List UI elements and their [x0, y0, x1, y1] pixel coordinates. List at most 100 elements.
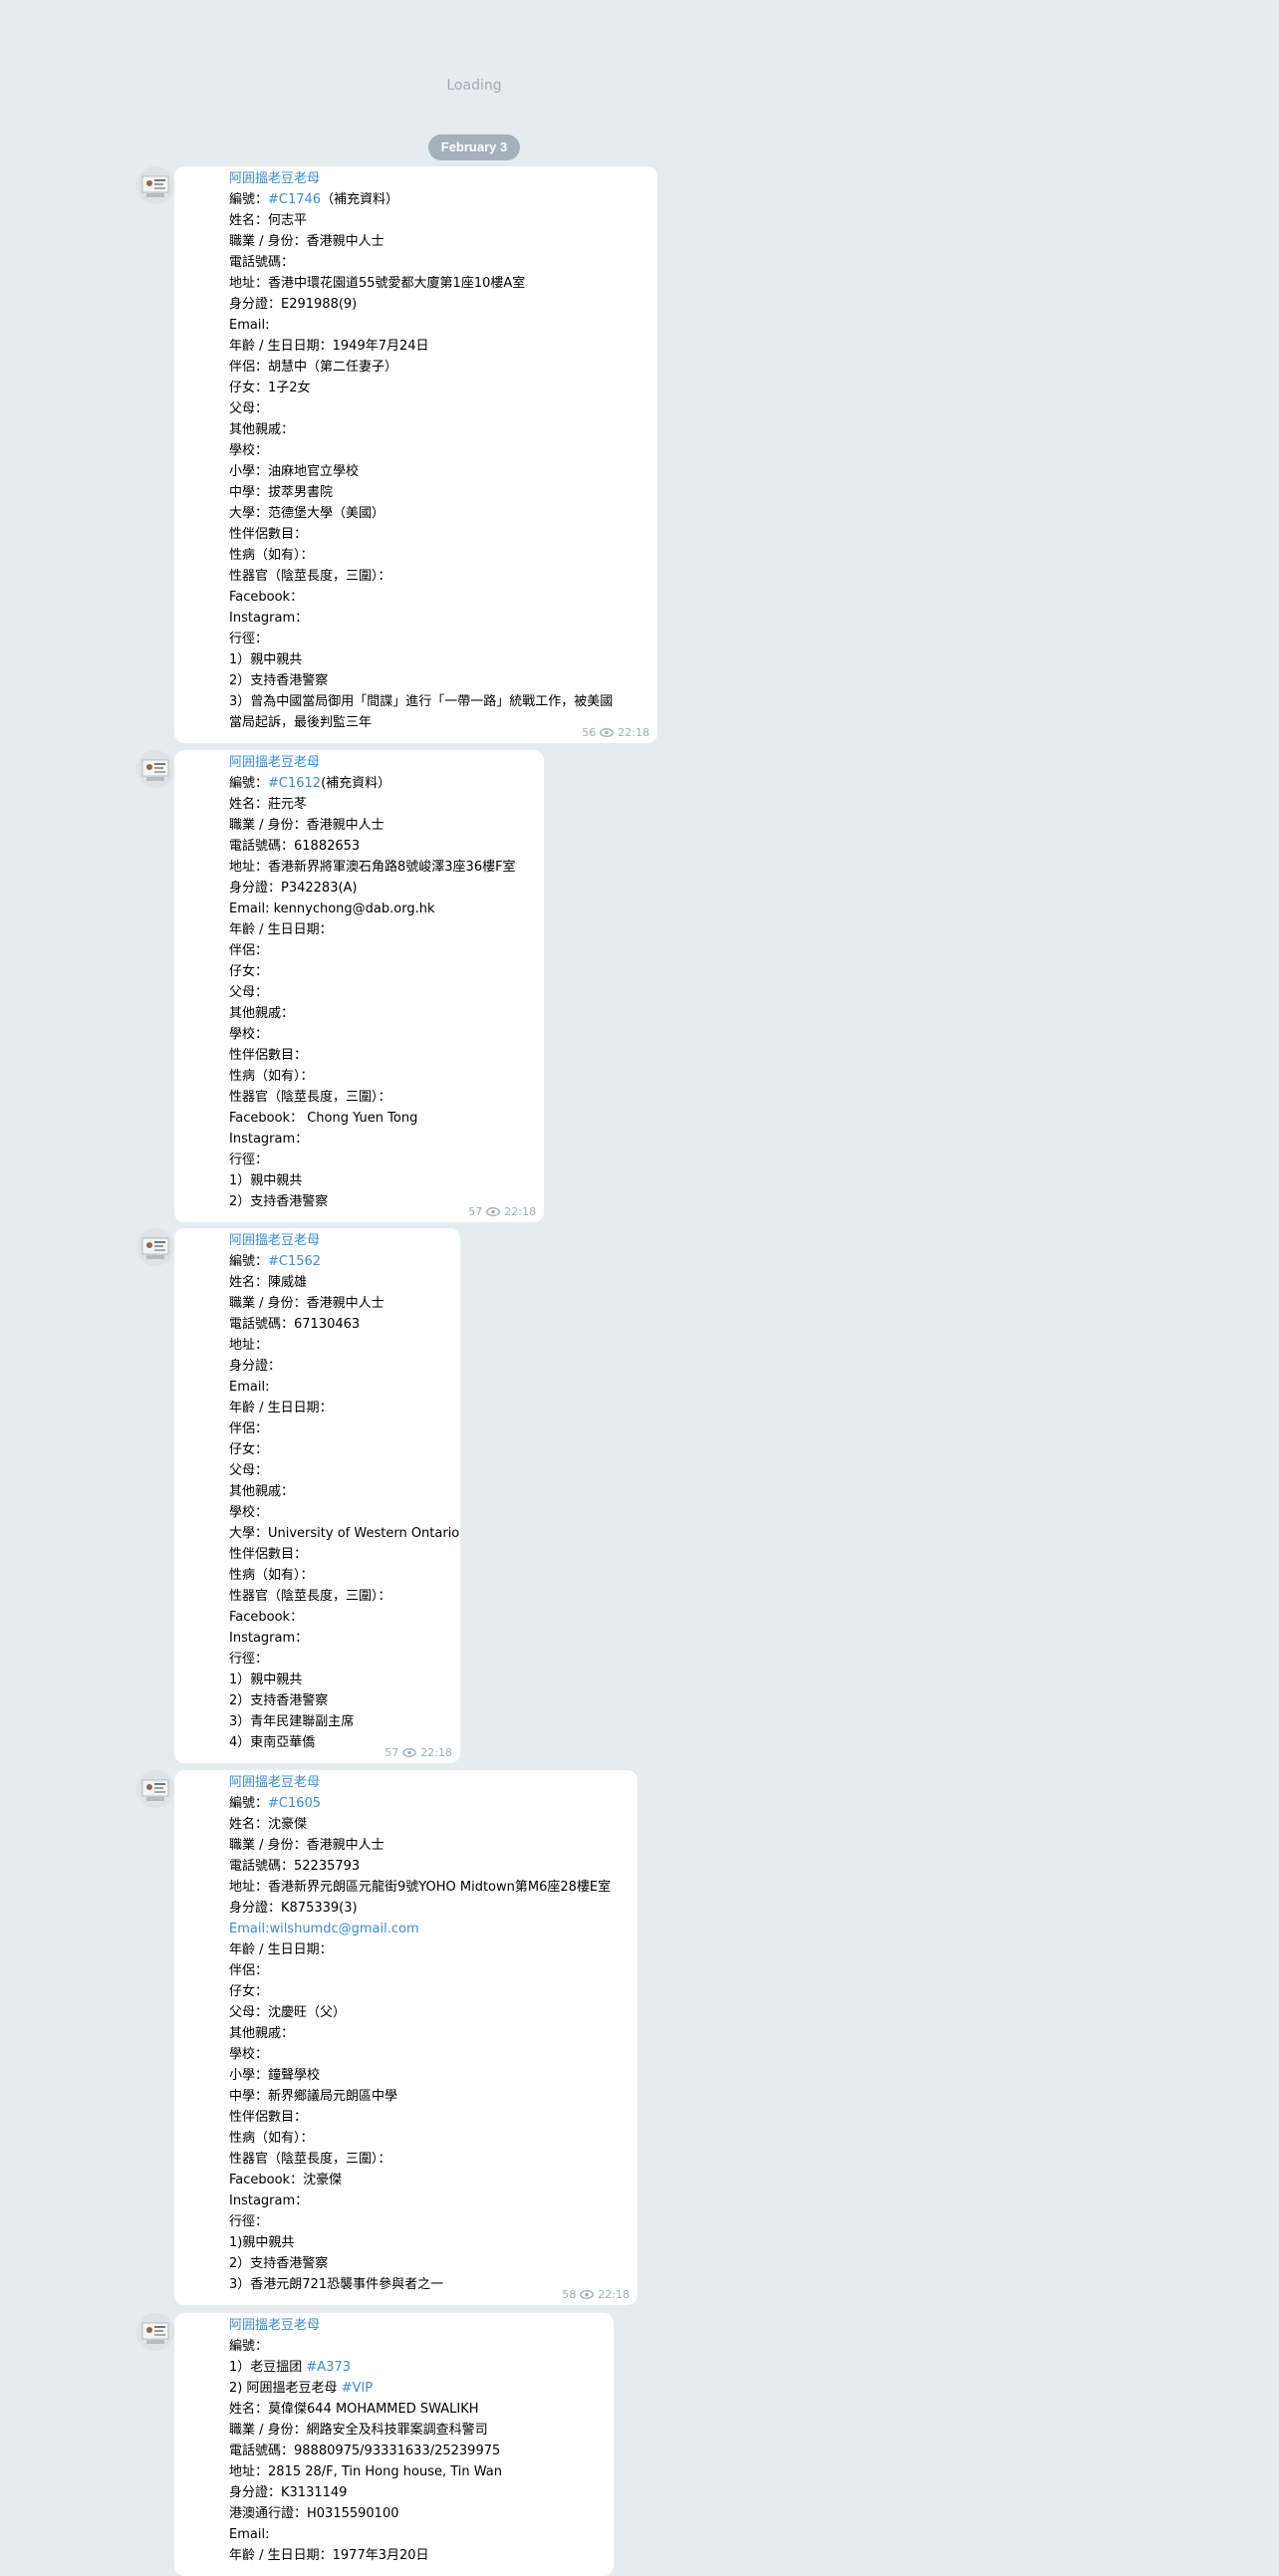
message-text-line: 編號：#C1562: [229, 1251, 452, 1272]
sender-name[interactable]: 阿囲搵老豆老母: [229, 755, 321, 770]
message-text-line: 姓名：莊元苳: [229, 797, 308, 812]
message-text-line: 電話號碼：: [229, 255, 295, 270]
message-text-line: 編號：#C1612(補充資料）: [229, 773, 536, 794]
message-text-line: 學校：: [229, 443, 269, 458]
message-text: 編號：: [229, 1796, 269, 1811]
message-text-line: 行徑：: [229, 632, 269, 646]
message-text-line: 其他親戚：: [229, 1006, 295, 1021]
message-text-line: 行徑：: [229, 1153, 269, 1167]
message-text-line: 性病（如有）：: [229, 548, 314, 563]
message-text-line: Email:wilshumdc@gmail.com: [229, 1919, 630, 1939]
message-text-line: 父母：沈慶旺（父）: [229, 2005, 347, 2020]
hashtag-link[interactable]: #C1612: [268, 776, 322, 791]
hashtag-link[interactable]: #C1562: [268, 1254, 322, 1269]
email-link[interactable]: Email:wilshumdc@gmail.com: [229, 1922, 419, 1936]
message-text-line: 姓名：莫偉傑644 MOHAMMED SWALIKH: [229, 2402, 479, 2417]
message-text-line: 3）曾為中國當局御用「間諜」進行「一帶一路」統戰工作，被美國: [229, 694, 614, 709]
sender-name[interactable]: 阿囲搵老豆老母: [229, 1233, 321, 1248]
message-text: (補充資料）: [321, 776, 391, 791]
message-text-line: Email:: [229, 318, 270, 333]
message: 阿囲搵老豆老母編號：#C1612(補充資料）姓名：莊元苳職業 / 身份：香港親中…: [136, 750, 544, 1222]
sender-name[interactable]: 阿囲搵老豆老母: [229, 2318, 321, 2333]
channel-avatar[interactable]: [136, 166, 174, 204]
view-count: 57: [384, 1746, 399, 1759]
message-text-line: 大學：University of Western Ontario: [229, 1526, 460, 1541]
message-text-line: 伴侶：: [229, 943, 269, 958]
message-text-line: 其他親戚：: [229, 2026, 295, 2041]
message-text-line: 其他親戚：: [229, 422, 295, 437]
message-text: 編號：: [229, 776, 269, 791]
message-text-line: 學校：: [229, 1027, 269, 1042]
message-text-line: 小學：油麻地官立學校: [229, 464, 360, 479]
message-text-line: 學校：: [229, 1505, 269, 1520]
message-text-line: 性伴侶數目：: [229, 2110, 308, 2125]
message-time: 22:18: [618, 726, 649, 739]
message-text-line: 電話號碼：61882653: [229, 839, 361, 854]
channel-avatar[interactable]: [136, 1228, 174, 1266]
message-text-line: 性器官（陰莖長度，三圍）：: [229, 2152, 391, 2167]
message-text-line: 中學：新界鄉議局元朗區中學: [229, 2089, 398, 2104]
channel-avatar[interactable]: [136, 1770, 174, 1808]
channel-avatar[interactable]: [136, 750, 174, 788]
message-text-line: 電話號碼：52235793: [229, 1859, 361, 1874]
message-text-line: Instagram：: [229, 2193, 309, 2208]
hashtag-link[interactable]: #C1746: [268, 192, 322, 207]
sender-name[interactable]: 阿囲搵老豆老母: [229, 1775, 321, 1790]
message-text-line: 性病（如有）：: [229, 2131, 314, 2146]
message-text-line: Instagram：: [229, 611, 309, 626]
message-text: 編號：: [229, 1254, 269, 1269]
message-text-line: 伴侶：胡慧中（第二任妻子）: [229, 360, 398, 375]
message-text-line: 1）老豆搵团 #A373: [229, 2357, 606, 2378]
message-text: 2) 阿囲搵老豆老母: [229, 2381, 342, 2396]
message-text: （補充資料）: [321, 192, 399, 207]
channel-avatar[interactable]: [136, 2313, 174, 2351]
message: 阿囲搵老豆老母編號：#C1605 姓名：沈豪傑職業 / 身份：香港親中人士電話號碼…: [136, 1770, 638, 2305]
message-text-line: 父母：: [229, 1463, 269, 1478]
message-text-line: 當局起訴，最後判監三年: [229, 715, 373, 730]
message-text-line: Facebook：: [229, 590, 304, 605]
message-text-line: Facebook： Chong Yuen Tong: [229, 1111, 418, 1126]
message-text-line: 港澳通行證：H0315590100: [229, 2506, 399, 2521]
message-text-line: 姓名：何志平: [229, 213, 308, 228]
message-bubble: 阿囲搵老豆老母編號：#C1605 姓名：沈豪傑職業 / 身份：香港親中人士電話號碼…: [136, 1770, 638, 2305]
message-time: 22:18: [504, 1205, 536, 1218]
message-text: 編號：: [229, 192, 269, 207]
message-text-line: 年齡 / 生日日期：1949年7月24日: [229, 339, 429, 354]
sender-name[interactable]: 阿囲搵老豆老母: [229, 171, 321, 186]
message-text-line: 地址：2815 28/F, Tin Hong house, Tin Wan: [229, 2464, 502, 2479]
message-text-line: 地址：香港新界將軍澳石角路8號峻澤3座36樓F室: [229, 860, 516, 875]
message-text-line: 地址：香港新界元朗區元龍街9號YOHO Midtown第M6座28樓E室: [229, 1880, 612, 1895]
message-text-line: 伴侶：: [229, 1963, 269, 1978]
message-text-line: 4）東南亞華僑: [229, 1735, 316, 1750]
message-text-line: 姓名：沈豪傑: [229, 1817, 308, 1832]
message-text-line: 2) 阿囲搵老豆老母 #VIP: [229, 2378, 606, 2399]
message-text-line: 身分證：K875339(3): [229, 1901, 358, 1916]
message-text-line: 性病（如有）：: [229, 1069, 314, 1084]
message-text-line: 父母：: [229, 401, 269, 416]
message-text-line: 身分證：E291988(9): [229, 297, 358, 312]
message-text-line: 地址：: [229, 1338, 269, 1353]
hashtag-link[interactable]: #VIP: [341, 2381, 374, 2396]
message-text-line: 2）支持香港警察: [229, 1194, 329, 1209]
message-text-line: 1）親中親共: [229, 652, 303, 667]
message-text-line: 仔女：: [229, 964, 269, 979]
message-text-line: Instagram：: [229, 1631, 309, 1646]
message-text-line: 其他親戚：: [229, 1484, 295, 1499]
message-text-line: 性病（如有）：: [229, 1568, 314, 1583]
message-text-line: 性伴侶數目：: [229, 1547, 308, 1562]
message-text-line: 職業 / 身份：香港親中人士: [229, 234, 384, 249]
message-text-line: 父母：: [229, 985, 269, 1000]
hashtag-link[interactable]: #C1605: [268, 1796, 322, 1811]
view-count: 58: [562, 2288, 577, 2301]
message-text-line: 身分證：: [229, 1359, 282, 1374]
message-text-line: 性器官（陰莖長度，三圍）：: [229, 1589, 391, 1604]
message-text-line: 3）香港元朗721恐襲事件參與者之一: [229, 2277, 444, 2292]
message-bubble: 阿囲搵老豆老母編號：#C1612(補充資料）姓名：莊元苳職業 / 身份：香港親中…: [136, 750, 544, 1222]
message-text-line: Email:: [229, 2527, 270, 2542]
message-text-line: Email:: [229, 1380, 270, 1395]
message-text-line: 職業 / 身份：香港親中人士: [229, 1838, 384, 1853]
hashtag-link[interactable]: #A373: [306, 2360, 352, 2375]
loading-indicator: Loading: [446, 78, 502, 94]
message-text-line: 年齡 / 生日日期：: [229, 1942, 333, 1957]
